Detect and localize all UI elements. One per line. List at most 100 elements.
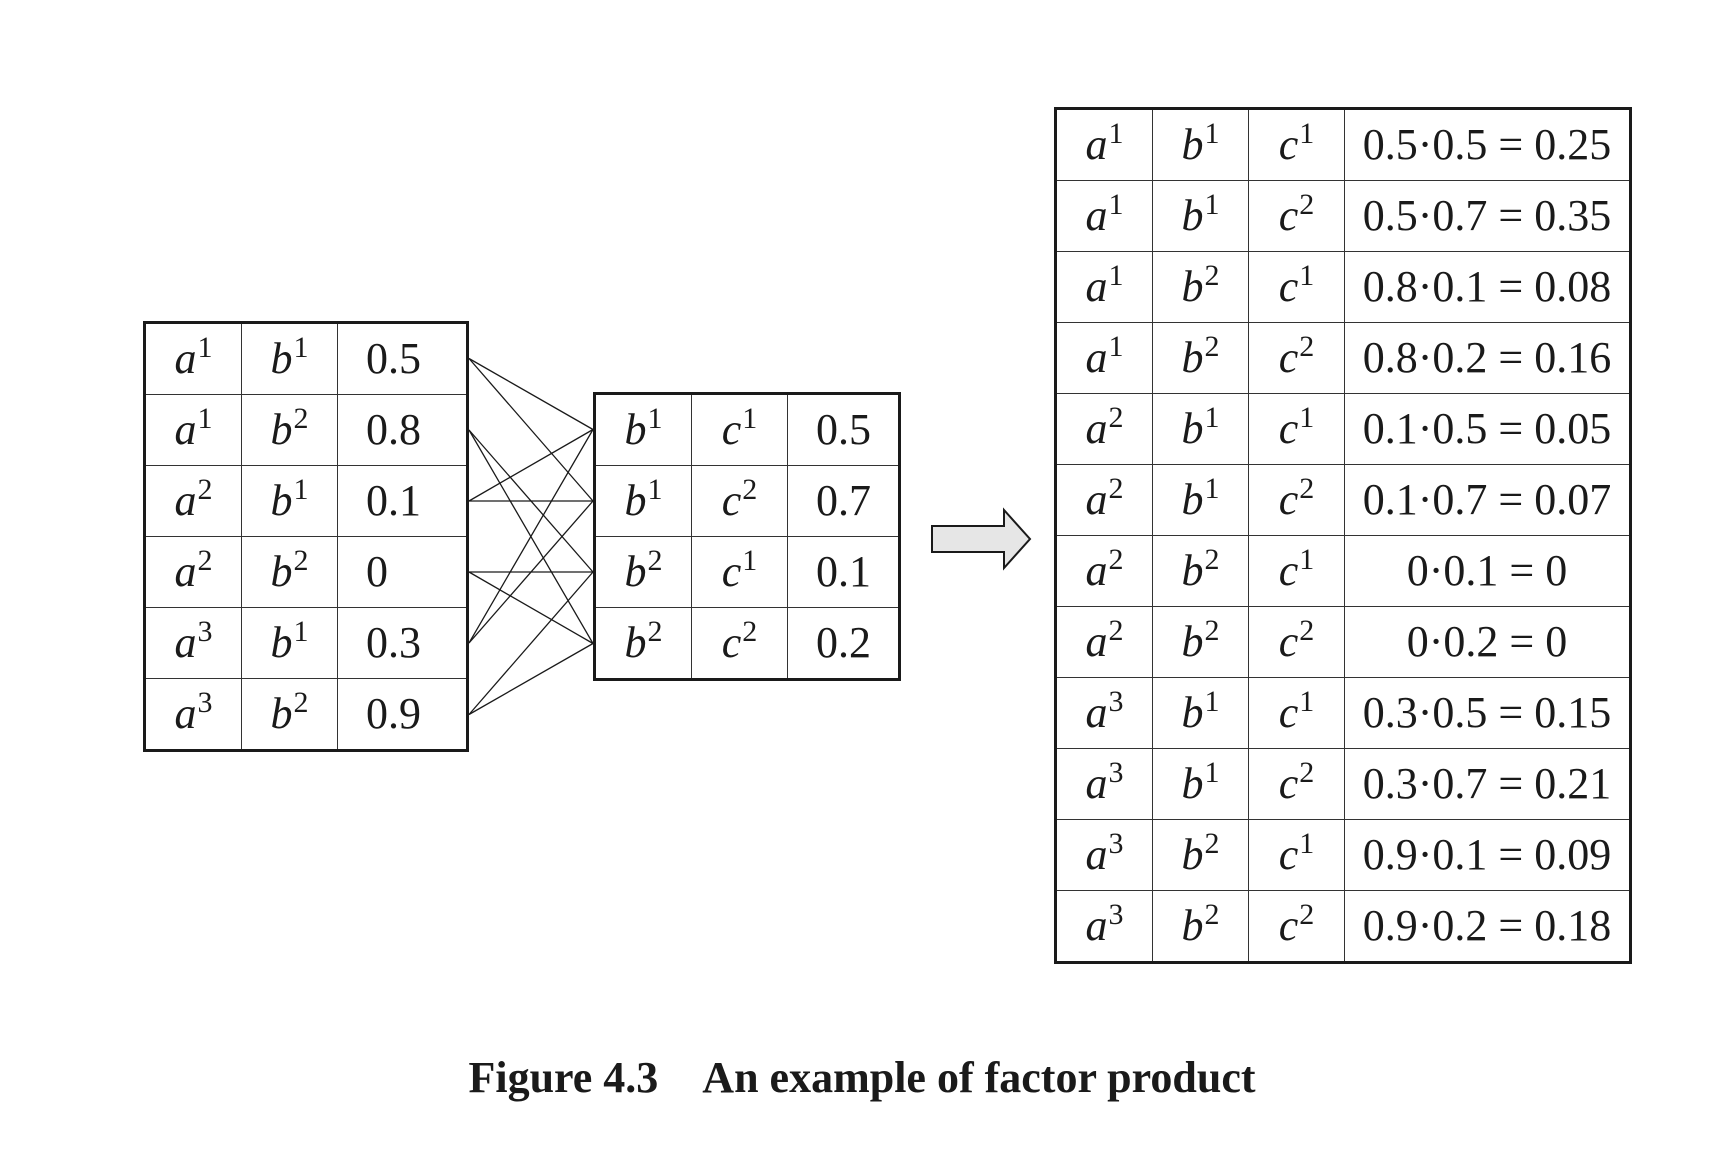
match-line [468,642,594,716]
cell-c-state: 1 [742,543,758,577]
cell-b: b2 [241,536,338,608]
cell-a-variable: a [1085,901,1108,950]
cell-b-state: 1 [293,472,309,506]
cell-b-state: 1 [1204,400,1220,434]
cell-c-state: 2 [742,614,758,648]
cell-product: 0.9·0.2 = 0.18 [1344,890,1631,963]
cell-b: b2 [1152,322,1249,394]
cell-a-variable: a [174,689,197,738]
cell-product: 0.8·0.2 = 0.16 [1344,322,1631,394]
cell-c: c2 [1248,322,1345,394]
cell-c: c1 [1248,393,1345,465]
cell-a-state: 1 [1108,329,1124,363]
cell-a: a2 [1055,606,1153,678]
cell-b-variable: b [270,618,293,667]
cell-a-variable: a [174,476,197,525]
cell-b: b2 [241,678,338,751]
cell-a: a3 [1055,677,1153,749]
cell-b: b1 [1152,464,1249,536]
cell-product: 0.5·0.7 = 0.35 [1344,180,1631,252]
cell-c: c1 [691,393,788,466]
cell-b-variable: b [1181,120,1204,169]
cell-b-state: 1 [1204,684,1220,718]
cell-product: 0.3·0.5 = 0.15 [1344,677,1631,749]
cell-b-state: 2 [1204,542,1220,576]
cell-a: a1 [1055,251,1153,323]
cell-b-variable: b [270,689,293,738]
cell-b: b1 [1152,393,1249,465]
cell-b-variable: b [1181,262,1204,311]
cell-b-state: 2 [647,614,663,648]
cell-a-variable: a [1085,333,1108,382]
cell-b: b1 [241,607,338,679]
cell-c-state: 1 [1299,826,1315,860]
cell-a-state: 2 [1108,400,1124,434]
cell-b-variable: b [624,476,647,525]
cell-b: b2 [1152,535,1249,607]
cell-a-variable: a [1085,191,1108,240]
cell-c-state: 2 [1299,755,1315,789]
cell-value: 0 [337,536,468,608]
cell-c-state: 2 [1299,471,1315,505]
cell-c-state: 1 [1299,116,1315,150]
cell-b-variable: b [1181,617,1204,666]
cell-a-variable: a [1085,759,1108,808]
cell-c-state: 2 [1299,187,1315,221]
cell-b-state: 2 [293,685,309,719]
cell-c: c1 [1248,819,1345,891]
cell-b-state: 1 [1204,755,1220,789]
cell-c-variable: c [1278,830,1299,879]
cell-value: 0.1 [337,465,468,537]
cell-c-state: 1 [1299,400,1315,434]
cell-a: a1 [144,394,242,466]
cell-a-state: 2 [197,543,213,577]
cell-a-state: 2 [1108,613,1124,647]
cell-b-variable: b [270,476,293,525]
cell-c: c2 [691,465,788,537]
cell-product: 0.3·0.7 = 0.21 [1344,748,1631,820]
cell-c-variable: c [1278,901,1299,950]
cell-product: 0.5·0.5 = 0.25 [1344,108,1631,181]
match-line [468,571,594,715]
cell-c-state: 1 [742,401,758,435]
cell-b-variable: b [270,334,293,383]
cell-c-state: 2 [1299,613,1315,647]
cell-a-state: 3 [1108,897,1124,931]
cell-a: a3 [1055,748,1153,820]
cell-c: c1 [1248,108,1345,181]
cell-c-variable: c [1278,546,1299,595]
cell-b: b2 [1152,606,1249,678]
cell-b-state: 2 [1204,826,1220,860]
cell-c-variable: c [1278,475,1299,524]
cell-value: 0.8 [337,394,468,466]
cell-b: b1 [594,393,692,466]
cell-value: 0.3 [337,607,468,679]
cell-c-variable: c [1278,191,1299,240]
cell-b-state: 2 [1204,258,1220,292]
cell-b-variable: b [1181,475,1204,524]
cell-b: b1 [1152,677,1249,749]
cell-b: b2 [594,536,692,608]
cell-product: 0·0.2 = 0 [1344,606,1631,678]
cell-value: 0.5 [787,393,900,466]
cell-b-variable: b [1181,830,1204,879]
cell-b-state: 1 [1204,116,1220,150]
cell-a-state: 3 [197,685,213,719]
cell-a-state: 2 [1108,542,1124,576]
cell-c-variable: c [1278,404,1299,453]
cell-a: a2 [1055,393,1153,465]
cell-b-variable: b [1181,759,1204,808]
cell-a-state: 3 [1108,684,1124,718]
match-line [468,571,594,645]
cell-a-state: 3 [197,614,213,648]
cell-product: 0.8·0.1 = 0.08 [1344,251,1631,323]
